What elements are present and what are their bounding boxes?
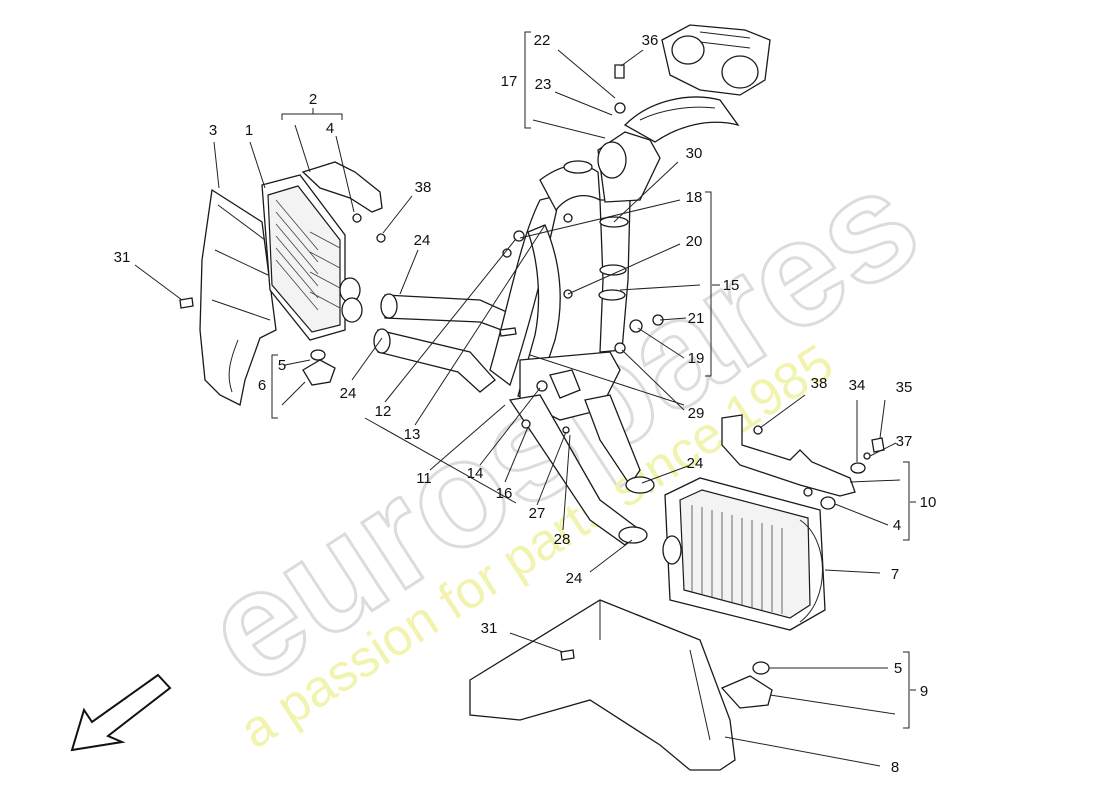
hose-lower-24	[373, 328, 496, 393]
hose-upper-24	[380, 293, 521, 337]
callout-5-right: 5	[894, 660, 902, 677]
right-air-duct	[469, 599, 736, 771]
callout-9: 9	[920, 683, 928, 700]
screw-31-right	[560, 649, 575, 661]
left-intercooler	[261, 174, 363, 341]
callout-13: 13	[404, 426, 421, 443]
callout-14: 14	[467, 465, 484, 482]
callout-38-right: 38	[811, 375, 828, 392]
screw-31-left	[179, 297, 194, 309]
callout-20: 20	[686, 233, 703, 250]
callout-3: 3	[209, 122, 217, 139]
callout-8: 8	[891, 759, 899, 776]
left-air-duct	[199, 188, 277, 406]
callout-10: 10	[920, 494, 937, 511]
callout-29: 29	[688, 405, 705, 422]
callout-36: 36	[642, 32, 659, 49]
callout-11: 11	[416, 470, 432, 487]
nut-37	[863, 452, 871, 460]
callout-6: 6	[258, 377, 266, 394]
callout-16: 16	[496, 485, 513, 502]
callout-31-left: 31	[114, 249, 131, 266]
callout-1: 1	[245, 122, 253, 139]
callout-31-right: 31	[481, 620, 498, 637]
callout-24-lower-left: 24	[340, 385, 357, 402]
hose-lower-mid-24	[508, 394, 648, 546]
callout-28: 28	[554, 531, 571, 548]
callout-15: 15	[723, 277, 740, 294]
right-bracket	[721, 414, 856, 497]
pipe-12	[539, 160, 601, 212]
left-bracket	[301, 161, 383, 223]
callout-24-right: 24	[687, 455, 704, 472]
callout-5-left: 5	[278, 357, 286, 374]
callout-12: 12	[375, 403, 392, 420]
callout-21: 21	[688, 310, 705, 327]
callout-24-bottom: 24	[566, 570, 583, 587]
grommet-4-right	[820, 496, 836, 510]
pipe-11	[517, 224, 561, 401]
callout-23: 23	[535, 76, 552, 93]
turbo-elbow-23	[597, 131, 661, 203]
callout-27: 27	[529, 505, 546, 522]
callout-4-left: 4	[326, 120, 334, 137]
callout-7: 7	[891, 566, 899, 583]
left-mount	[302, 349, 336, 386]
callout-34: 34	[849, 377, 866, 394]
right-intercooler	[662, 477, 826, 631]
callout-35: 35	[896, 379, 913, 396]
callout-labels: 2 4 3 1 38 31 24 5 6 24 12 13 11 14 16 2…	[114, 32, 937, 776]
callout-4-right: 4	[893, 517, 901, 534]
washer-34	[850, 462, 866, 474]
arrow-down-left-icon	[70, 673, 172, 752]
leader-lines	[134, 31, 916, 767]
callout-2: 2	[309, 91, 317, 108]
callout-37: 37	[896, 433, 913, 450]
screw-38-left	[376, 233, 386, 243]
turbo-pipe	[623, 96, 740, 143]
turbocharger	[661, 24, 771, 96]
callout-22: 22	[534, 32, 551, 49]
callout-30: 30	[686, 145, 703, 162]
fasteners	[499, 64, 664, 434]
callout-19: 19	[688, 350, 705, 367]
screw-35	[871, 437, 885, 453]
right-mount	[720, 661, 773, 709]
callout-24-upper-left: 24	[414, 232, 431, 249]
callout-38-left: 38	[415, 179, 432, 196]
callout-18: 18	[686, 189, 703, 206]
callout-17: 17	[501, 73, 518, 90]
